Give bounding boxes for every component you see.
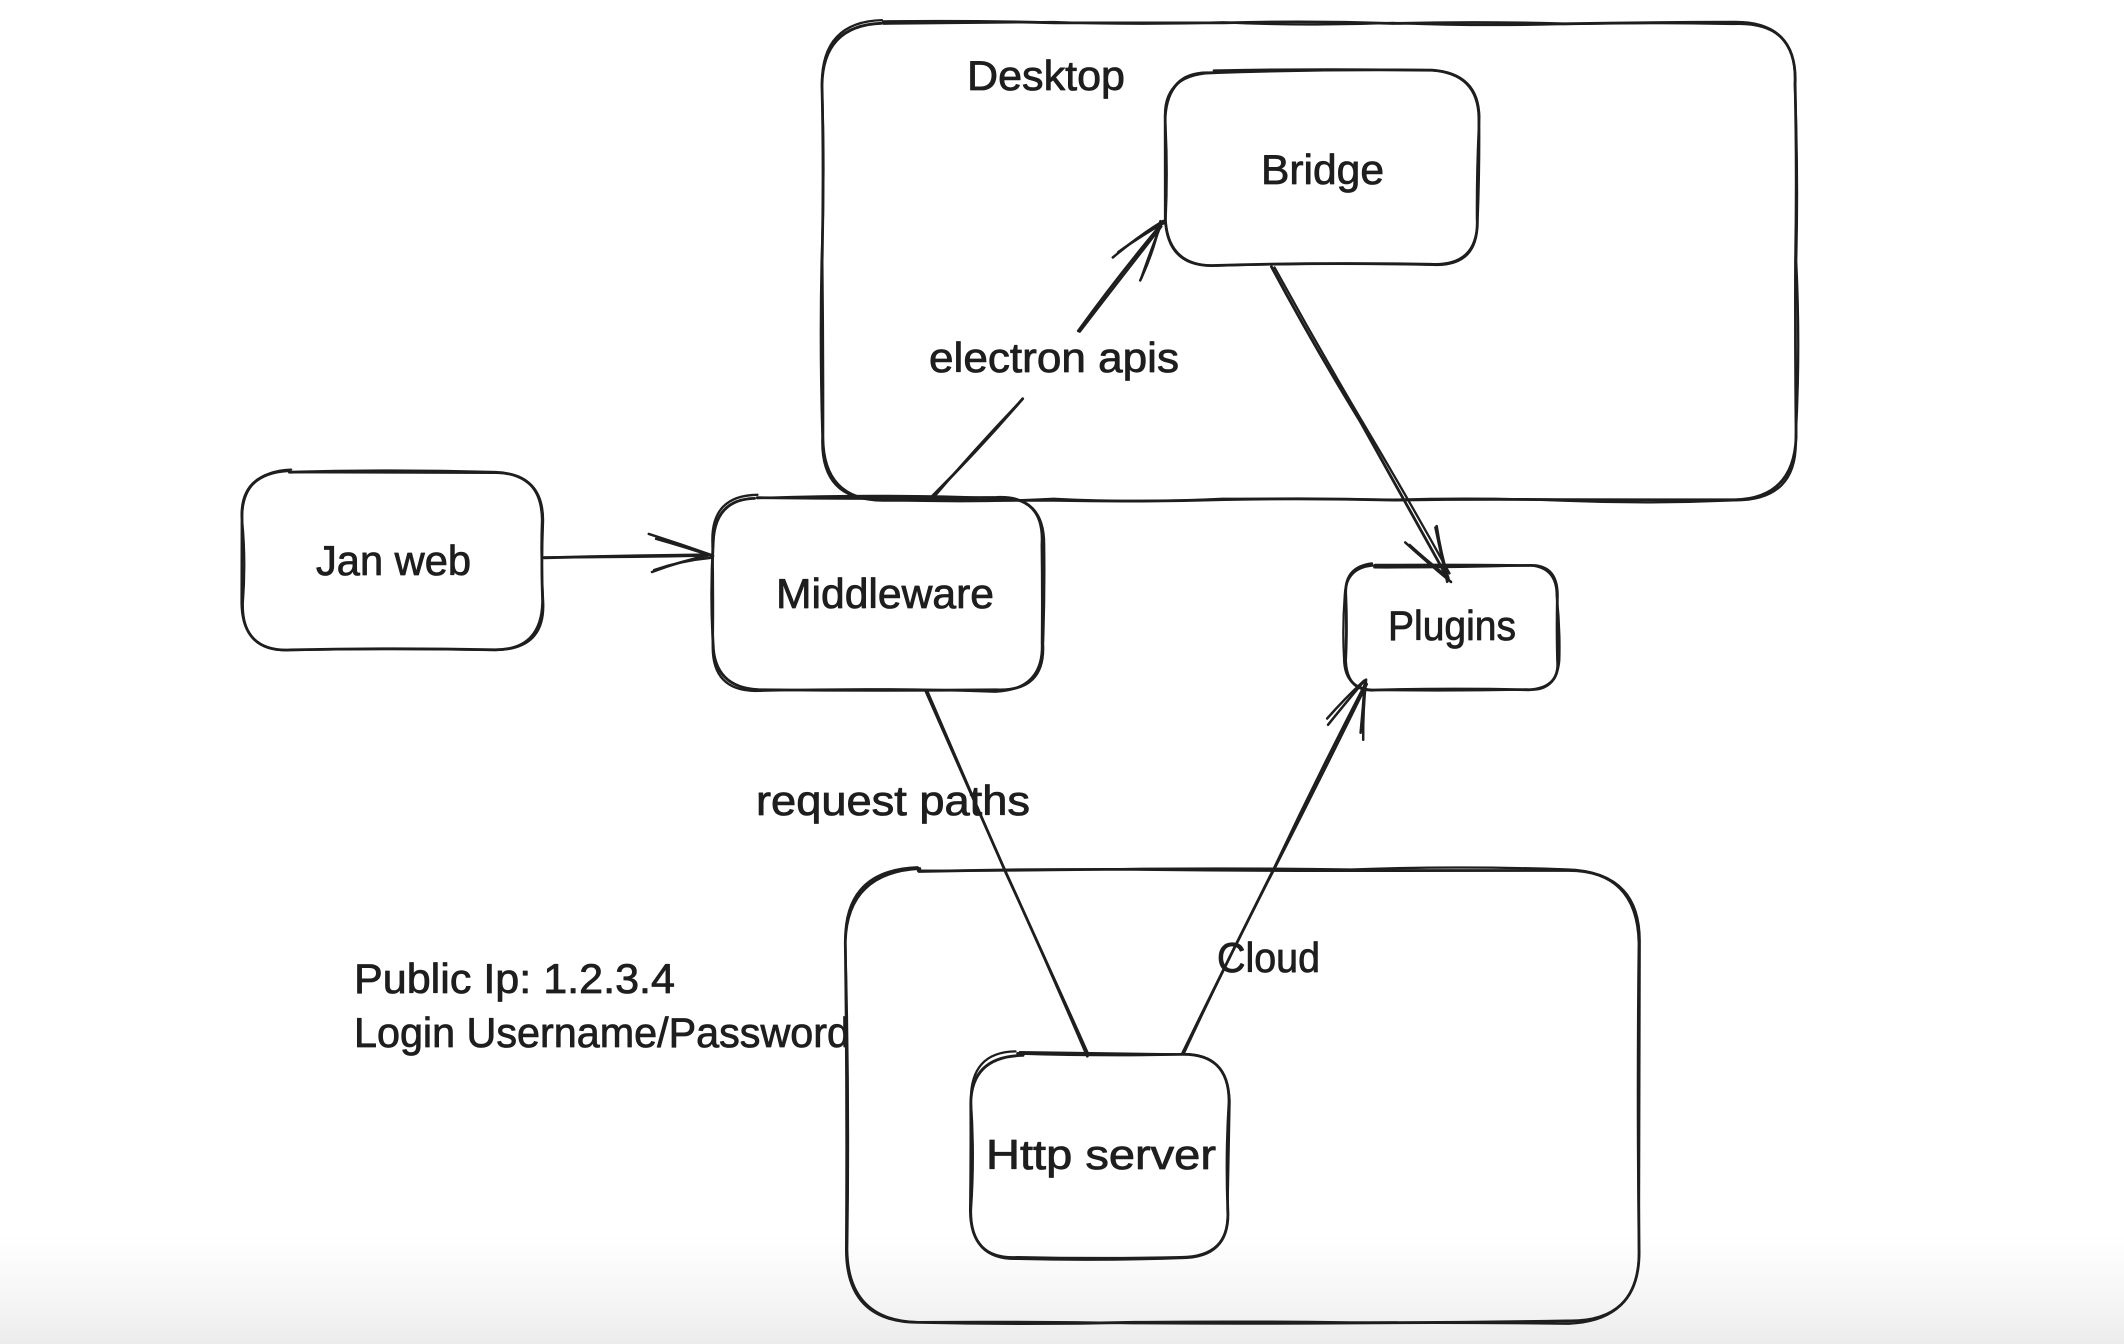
svg-text:electron apis: electron apis [929,334,1179,381]
svg-text:Middleware: Middleware [776,570,994,617]
svg-text:Http server: Http server [986,1131,1216,1178]
svg-text:Plugins: Plugins [1388,602,1516,649]
svg-text:Jan web: Jan web [316,537,471,584]
svg-text:request paths: request paths [756,777,1030,824]
svg-text:Bridge: Bridge [1261,146,1384,193]
svg-text:Public Ip: 1.2.3.4: Public Ip: 1.2.3.4 [354,955,675,1002]
svg-text:Login Username/Password: Login Username/Password [354,1009,850,1056]
svg-text:Desktop: Desktop [967,52,1125,99]
svg-text:Cloud: Cloud [1217,934,1320,981]
